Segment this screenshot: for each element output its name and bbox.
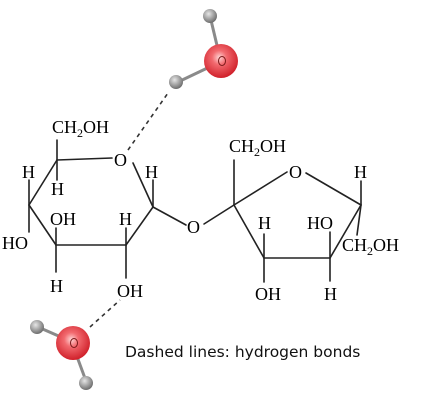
fructose-ring-oxygen-label: O xyxy=(289,162,302,182)
glucose-c2-hydrogen-label: H xyxy=(119,209,132,229)
hydrogen-atom xyxy=(169,75,183,89)
fructose-c3-hydrogen-label: H xyxy=(258,213,271,233)
fructose-ch2oh-top-label: CH2OH xyxy=(229,136,286,159)
oxygen-core-mark xyxy=(218,56,226,66)
glucose-c3-hydrogen-label: H xyxy=(50,276,63,296)
glucose-c2-hydroxyl-label: OH xyxy=(117,281,143,301)
fructose-c3-hydroxyl-label: OH xyxy=(255,284,281,304)
fructose-c5-hydrogen-label: H xyxy=(354,162,367,182)
caption-text: Dashed lines: hydrogen bonds xyxy=(125,343,360,361)
glucose-c5-hydrogen-label: H xyxy=(22,162,35,182)
glucose-c1-hydrogen-label: H xyxy=(145,162,158,182)
water-molecule-top xyxy=(169,9,238,89)
hydrogen-bond-bottom xyxy=(89,299,121,328)
oxygen-atom xyxy=(56,326,90,360)
hydrogen-bond-top xyxy=(127,92,169,151)
glycosidic-oxygen-label: O xyxy=(187,217,200,237)
glucose-ch2oh-label: CH2OH xyxy=(52,117,109,140)
fructose-ring xyxy=(233,159,362,283)
glucose-c4-hydrogen-label: H xyxy=(51,179,64,199)
water-molecule-bottom xyxy=(30,320,93,390)
fructose-ch2oh-right-label: CH2OH xyxy=(342,235,399,258)
glucose-c3-hydroxyl-label: OH xyxy=(50,209,76,229)
oxygen-core-mark xyxy=(70,338,78,348)
hydrogen-atom xyxy=(203,9,217,23)
hydrogen-atom xyxy=(30,320,44,334)
glucose-c4-hydroxyl-label: HO xyxy=(2,233,28,253)
glucose-ring-oxygen-label: O xyxy=(114,150,127,170)
oxygen-atom xyxy=(204,44,238,78)
glucose-ring xyxy=(28,139,235,279)
fructose-c4-hydrogen-label: H xyxy=(324,284,337,304)
hydrogen-atom xyxy=(79,376,93,390)
fructose-c4-hydroxyl-label: HO xyxy=(307,213,333,233)
